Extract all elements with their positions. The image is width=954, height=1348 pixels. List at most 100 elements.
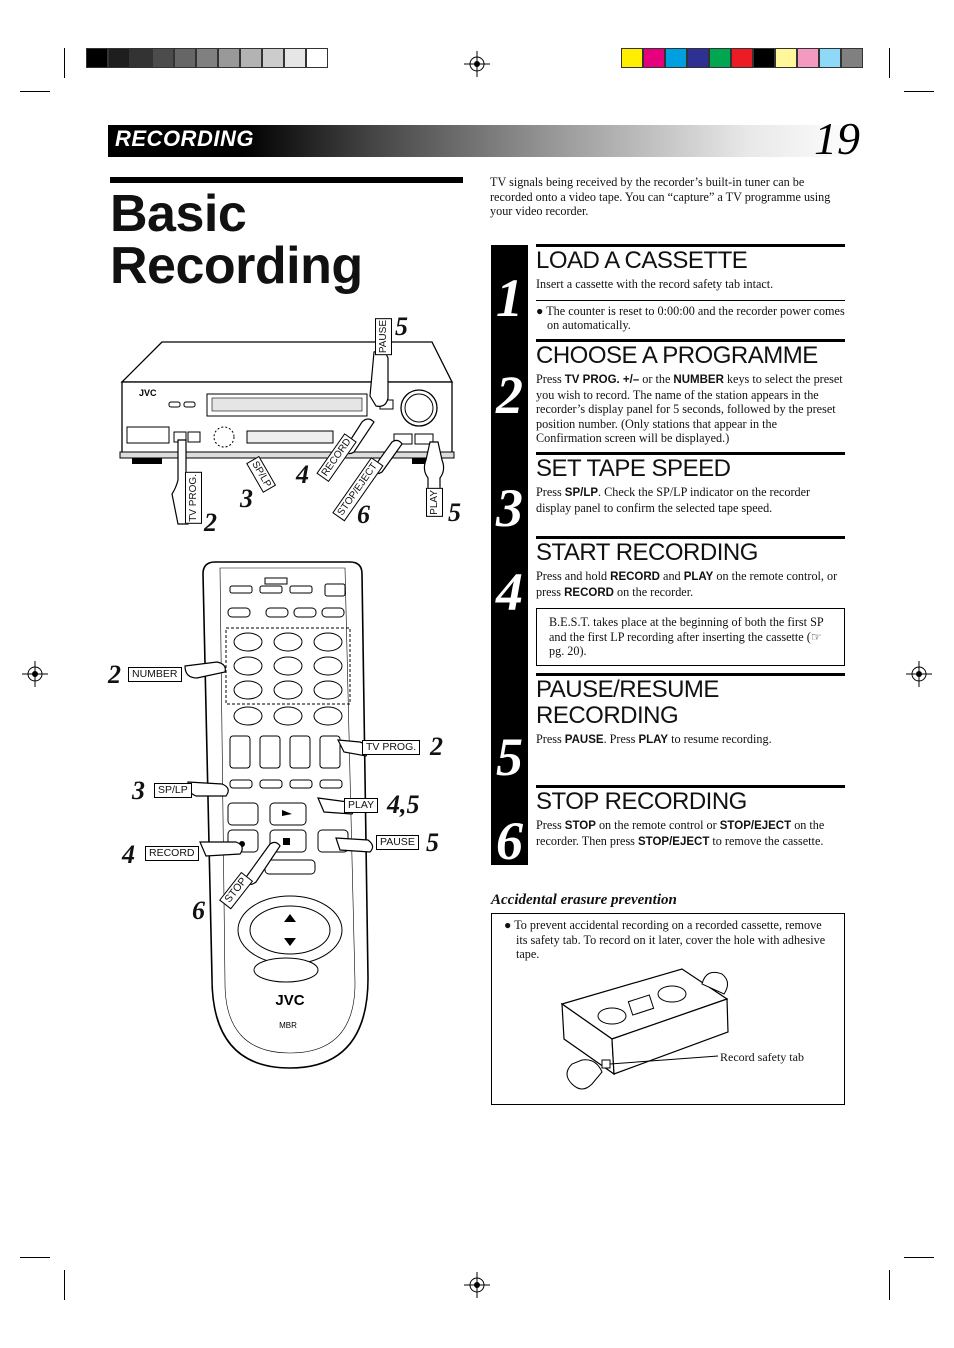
color-swatch — [665, 48, 687, 68]
step-bullet-text: The counter is reset to 0:00:00 and the … — [546, 303, 845, 333]
color-swatch — [797, 48, 819, 68]
vcr-play-label: PLAY — [426, 488, 443, 517]
step-number-bar — [491, 245, 528, 865]
registration-mark-icon — [22, 661, 48, 687]
accidental-erasure-title: Accidental erasure prevention — [491, 892, 677, 908]
step-body: Insert a cassette with the record safety… — [536, 277, 774, 291]
crop-mark — [904, 91, 934, 92]
color-swatch — [130, 48, 152, 68]
crop-mark — [889, 48, 890, 78]
page-title: Basic Recording — [110, 188, 363, 292]
step-2: CHOOSE A PROGRAMME Press TV PROG. +/– or… — [536, 339, 845, 446]
step-heading: START RECORDING — [536, 539, 758, 566]
crop-mark — [20, 1257, 50, 1258]
step-heading: SET TAPE SPEED — [536, 455, 731, 482]
gray-swatch-bar — [86, 48, 328, 68]
step-divider — [536, 299, 845, 301]
page-title-line1: Basic — [110, 185, 247, 243]
step-body: Press and hold RECORD and PLAY on the re… — [536, 569, 838, 599]
remote-pause-label: PAUSE — [376, 835, 419, 850]
color-swatch-bar — [621, 48, 863, 68]
vcr-callout-5-pause: 5 — [395, 312, 408, 341]
color-swatch — [306, 48, 328, 68]
step-rule — [536, 536, 845, 539]
crop-mark — [64, 48, 65, 78]
vcr-pause-label: PAUSE — [375, 318, 392, 356]
remote-illustration: JVC MBR NUMBER 2 TV PROG. 2 SP/LP 3 PLAY… — [100, 558, 480, 1078]
step-heading-line2: RECORDING — [536, 702, 679, 729]
step-heading: PAUSE/RESUME RECORDING — [536, 677, 845, 729]
remote-drawing: JVC MBR — [184, 561, 374, 1069]
remote-callout-4: 4 — [122, 840, 135, 869]
remote-record-label: RECORD — [145, 846, 199, 861]
color-swatch — [218, 48, 240, 68]
vcr-illustration: JVC PAUSE 5 RECORD 4 STOP/EJECT 6 PLAY 5… — [112, 312, 472, 542]
color-swatch — [621, 48, 643, 68]
remote-number-label: NUMBER — [128, 667, 182, 682]
registration-mark-icon — [906, 661, 932, 687]
accidental-erasure-box: ● To prevent accidental recording on a r… — [491, 913, 845, 1105]
step-rule — [536, 339, 845, 342]
remote-sp-lp-label: SP/LP — [154, 783, 192, 798]
color-swatch — [86, 48, 108, 68]
crop-mark — [904, 1257, 934, 1258]
step-heading-line1: PAUSE/RESUME — [536, 676, 719, 703]
step-rule — [536, 673, 845, 676]
step-heading: STOP RECORDING — [536, 788, 747, 815]
color-swatch — [196, 48, 218, 68]
vcr-callout-5-play: 5 — [448, 498, 461, 527]
page-title-line2: Recording — [110, 237, 363, 295]
color-swatch — [152, 48, 174, 68]
remote-callout-45: 4,5 — [387, 790, 420, 819]
vcr-callout-2: 2 — [204, 508, 217, 537]
color-swatch — [709, 48, 731, 68]
color-swatch — [240, 48, 262, 68]
vcr-callout-6: 6 — [357, 500, 370, 529]
section-title: RECORDING — [115, 126, 254, 151]
vcr-callout-3: 3 — [240, 484, 253, 513]
remote-mbr-text: MBR — [279, 1021, 297, 1030]
step-rule — [536, 452, 845, 455]
step-rule — [536, 785, 845, 788]
color-swatch — [174, 48, 196, 68]
color-swatch — [643, 48, 665, 68]
vcr-tv-prog-label: TV PROG. — [185, 472, 202, 524]
color-swatch — [753, 48, 775, 68]
title-rule — [110, 177, 463, 183]
step-heading: LOAD A CASSETTE — [536, 247, 748, 274]
registration-mark-icon — [464, 1272, 490, 1298]
color-swatch — [775, 48, 797, 68]
step-heading: CHOOSE A PROGRAMME — [536, 342, 818, 369]
intro-paragraph: TV signals being received by the recorde… — [490, 175, 831, 219]
remote-callout-2-number: 2 — [108, 660, 121, 689]
remote-callout-5: 5 — [426, 828, 439, 857]
vcr-brand-text: JVC — [139, 388, 157, 398]
section-header-band — [108, 125, 860, 157]
step-note-box: B.E.S.T. takes place at the beginning of… — [536, 608, 845, 666]
step-body: Press PAUSE. Press PLAY to resume record… — [536, 732, 772, 746]
step-3: SET TAPE SPEED Press SP/LP. Check the SP… — [536, 452, 845, 515]
color-swatch — [819, 48, 841, 68]
remote-callout-2-tvprog: 2 — [430, 732, 443, 761]
remote-callout-6: 6 — [192, 896, 205, 925]
step-number-2: 2 — [496, 365, 523, 425]
cassette-illustration — [560, 968, 729, 1090]
step-body: Press STOP on the remote control or STOP… — [536, 818, 825, 848]
step-body: Press SP/LP. Check the SP/LP indicator o… — [536, 485, 811, 515]
crop-mark — [64, 1270, 65, 1300]
page-number: 19 — [814, 113, 860, 164]
remote-callout-3: 3 — [132, 776, 145, 805]
accidental-erasure-bullet: ● To prevent accidental recording on a r… — [504, 918, 826, 962]
color-swatch — [108, 48, 130, 68]
vcr-drawing: JVC — [119, 341, 455, 525]
step-number-4: 4 — [496, 562, 523, 622]
crop-mark — [20, 91, 50, 92]
color-swatch — [687, 48, 709, 68]
step-number-5: 5 — [496, 727, 523, 787]
step-bullet: ● The counter is reset to 0:00:00 and th… — [536, 303, 845, 333]
remote-tv-prog-label: TV PROG. — [362, 740, 421, 755]
step-rule — [536, 244, 845, 247]
color-swatch — [841, 48, 863, 68]
step-body: Press TV PROG. +/– or the NUMBER keys to… — [536, 372, 843, 446]
registration-mark-icon — [464, 51, 490, 77]
